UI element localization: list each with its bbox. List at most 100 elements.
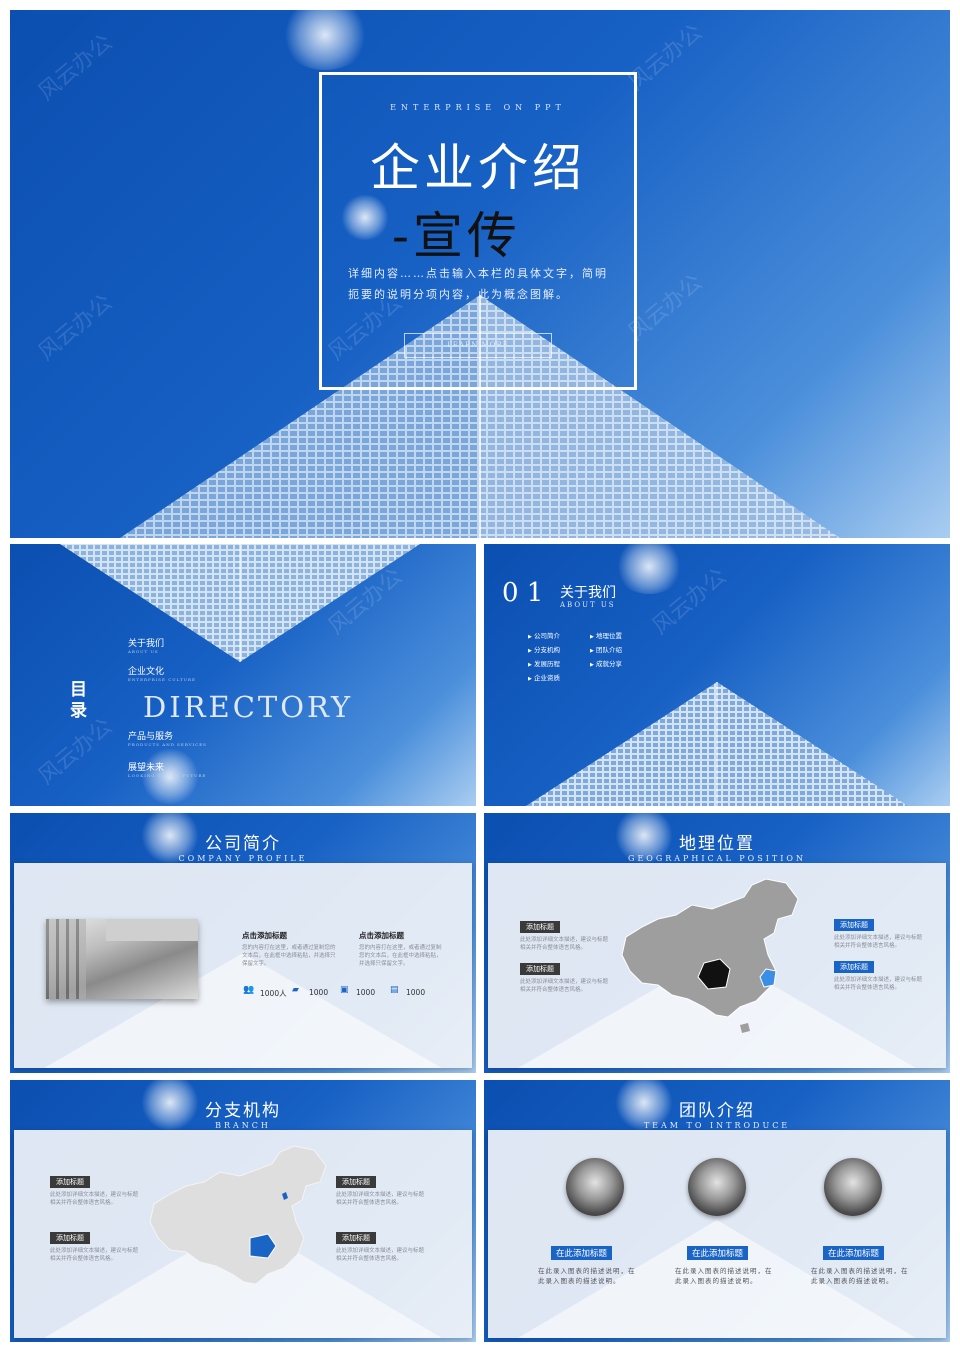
skyscraper-image	[526, 682, 908, 806]
section-link[interactable]: ▶ 成就分享	[590, 658, 622, 668]
info-text: 此处添加详细文本描述，建议与标题相关并符合整体语言风格。	[834, 977, 923, 991]
slide-title: 公司简介	[205, 834, 281, 854]
directory-item[interactable]: 产品与服务 PRODUCTS AND SERVICES	[128, 729, 207, 747]
slide-heading: 地理位置 GEOGRAPHICAL POSITION	[484, 829, 950, 863]
bullet-icon: ▶	[528, 634, 532, 640]
geo-position-slide: 地理位置 GEOGRAPHICAL POSITION 添加标题 此处添加详细文本…	[484, 813, 950, 1073]
badge-icon: ▣	[340, 985, 349, 995]
section-link[interactable]: ▶ 地理位置	[590, 630, 622, 640]
stat-value: 1000	[356, 988, 376, 997]
info-tag: 添加标题	[520, 963, 560, 975]
slide-heading: 公司简介 COMPANY PROFILE	[10, 829, 476, 863]
section-link[interactable]: ▶ 团队介绍	[590, 644, 622, 654]
content-panel: 在此添加标题 在此录入图表的描述说明，在此录入图表的描述说明。 在此添加标题 在…	[488, 1130, 946, 1338]
slide-title: 团队介绍	[679, 1101, 755, 1121]
info-tag: 添加标题	[834, 919, 874, 931]
slide-subtitle: TEAM TO INTRODUCE	[643, 1121, 791, 1130]
info-text: 此处添加详细文本描述，建议与标题相关并符合整体语言风格。	[520, 937, 609, 951]
stat-value: 1000	[406, 988, 426, 997]
tower-backdrop	[518, 1220, 916, 1338]
directory-item-sub: ENTERPRISE CULTURE	[128, 677, 196, 682]
section-title: 关于我们	[560, 585, 616, 601]
branch-slide: 分支机构 BRANCH 添加标题 此处添加详细文本描述，建议与标题相关并符合整体…	[10, 1080, 476, 1342]
section-link-label: 公司简介	[533, 632, 560, 640]
directory-item-label: 产品与服务	[128, 732, 174, 742]
block-title: 点击添加标题	[242, 931, 287, 940]
info-text: 此处添加详细文本描述，建议与标题相关并符合整体语言风格。	[50, 1248, 139, 1262]
directory-item-label: 企业文化	[128, 667, 165, 677]
cover-frame	[319, 72, 637, 390]
section-link[interactable]: ▶ 公司简介	[528, 630, 560, 640]
about-section-slide: 风云办公 0 1 关于我们 ABOUT US ▶ 公司简介 ▶ 分支机构 ▶ 发…	[484, 544, 950, 806]
content-panel: 添加标题 此处添加详细文本描述，建议与标题相关并符合整体语言风格。 添加标题 此…	[14, 1130, 472, 1338]
bullet-icon: ▶	[528, 648, 532, 654]
section-subtitle: ABOUT US	[560, 601, 616, 609]
cover-kicker: ENTERPRISE ON PPT	[390, 103, 566, 112]
block-text: 您的内容打在这里，或者通过复制您的文本后，在此框中选择粘贴，并选择只保留文字。	[359, 945, 442, 967]
china-map	[149, 1145, 327, 1285]
section-link[interactable]: ▶ 分支机构	[528, 644, 560, 654]
users-icon: 👥	[243, 985, 255, 995]
directory-item[interactable]: 企业文化 ENTERPRISE CULTURE	[128, 664, 196, 682]
cover-title-line2: -宣传	[392, 207, 521, 265]
cloud	[340, 195, 390, 240]
bullet-icon: ▶	[528, 662, 532, 668]
info-text: 此处添加详细文本描述，建议与标题相关并符合整体语言风格。	[50, 1192, 139, 1206]
building-photo	[46, 919, 198, 999]
avatar	[688, 1158, 746, 1216]
directory-vertical-title: 目录	[70, 680, 87, 721]
content-panel: 点击添加标题 您的内容打在这里，或者通过复制您的文本后，在此框中选择粘贴，并选择…	[14, 863, 472, 1068]
block-title: 点击添加标题	[359, 931, 404, 940]
section-link-label: 地理位置	[595, 632, 622, 640]
section-link-label: 发展历程	[533, 660, 560, 668]
skyscraper-image	[60, 544, 420, 662]
content-panel: 添加标题 此处添加详细文本描述，建议与标题相关并符合整体语言风格。 添加标题 此…	[488, 863, 946, 1068]
section-number: 0 1	[502, 578, 544, 608]
bullet-icon: ▶	[528, 676, 532, 682]
member-title: 在此添加标题	[687, 1246, 749, 1260]
cover-title-line1: 企业介绍	[370, 139, 586, 197]
block-text: 您的内容打在这里，或者通过复制您的文本后，在此框中选择粘贴，并选择只保留文字。	[242, 945, 336, 967]
info-tag: 添加标题	[50, 1232, 90, 1244]
avatar	[566, 1158, 624, 1216]
directory-item[interactable]: 展望未来 LOOKING TO THE FUTURE	[128, 760, 206, 778]
bullet-icon: ▶	[590, 662, 594, 668]
stat-value: 1000人	[260, 989, 287, 998]
tower-backdrop	[44, 953, 442, 1068]
section-link[interactable]: ▶ 发展历程	[528, 658, 560, 668]
info-tag: 添加标题	[520, 921, 560, 933]
directory-item-label: 关于我们	[128, 639, 165, 649]
bullet-icon: ▶	[590, 648, 594, 654]
slide-subtitle: COMPANY PROFILE	[178, 854, 308, 863]
directory-item-label: 展望未来	[128, 763, 165, 773]
info-text: 此处添加详细文本描述，建议与标题相关并符合整体语言风格。	[336, 1248, 425, 1262]
avatar	[824, 1158, 882, 1216]
cloud	[614, 813, 674, 863]
section-link-label: 分支机构	[533, 646, 560, 654]
info-tag: 添加标题	[50, 1176, 90, 1188]
slide-subtitle: GEOGRAPHICAL POSITION	[628, 854, 806, 863]
folder-icon: ▰	[292, 985, 299, 995]
directory-item-sub: ABOUT US	[128, 649, 159, 654]
slide-heading: 分支机构 BRANCH	[10, 1096, 476, 1130]
section-link-label: 成就分享	[595, 660, 622, 668]
info-tag: 添加标题	[336, 1232, 376, 1244]
directory-slide: 风云办公 风云办公 目录 DIRECTORY 关于我们 ABOUT US 企业文…	[10, 544, 476, 806]
cloud	[280, 10, 370, 70]
member-title: 在此添加标题	[551, 1246, 613, 1260]
directory-item-sub: PRODUCTS AND SERVICES	[128, 742, 207, 747]
info-text: 此处添加详细文本描述，建议与标题相关并符合整体语言风格。	[834, 935, 923, 949]
bullet-icon: ▶	[590, 634, 594, 640]
cloud	[614, 544, 684, 594]
directory-item[interactable]: 关于我们 ABOUT US	[128, 636, 164, 654]
info-tag: 添加标题	[336, 1176, 376, 1188]
cloud	[140, 749, 200, 804]
slide-heading: 团队介绍 TEAM TO INTRODUCE	[484, 1096, 950, 1130]
info-text: 此处添加详细文本描述，建议与标题相关并符合整体语言风格。	[520, 979, 609, 993]
directory-item-sub: LOOKING TO THE FUTURE	[128, 773, 207, 778]
info-text: 此处添加详细文本描述，建议与标题相关并符合整体语言风格。	[336, 1192, 425, 1206]
learn-more-button[interactable]: LEARN MORE	[404, 333, 552, 358]
slide-title: 地理位置	[679, 834, 755, 854]
member-text: 在此录入图表的描述说明，在此录入图表的描述说明。	[675, 1267, 773, 1285]
section-link[interactable]: ▶ 企业资质	[528, 672, 560, 682]
